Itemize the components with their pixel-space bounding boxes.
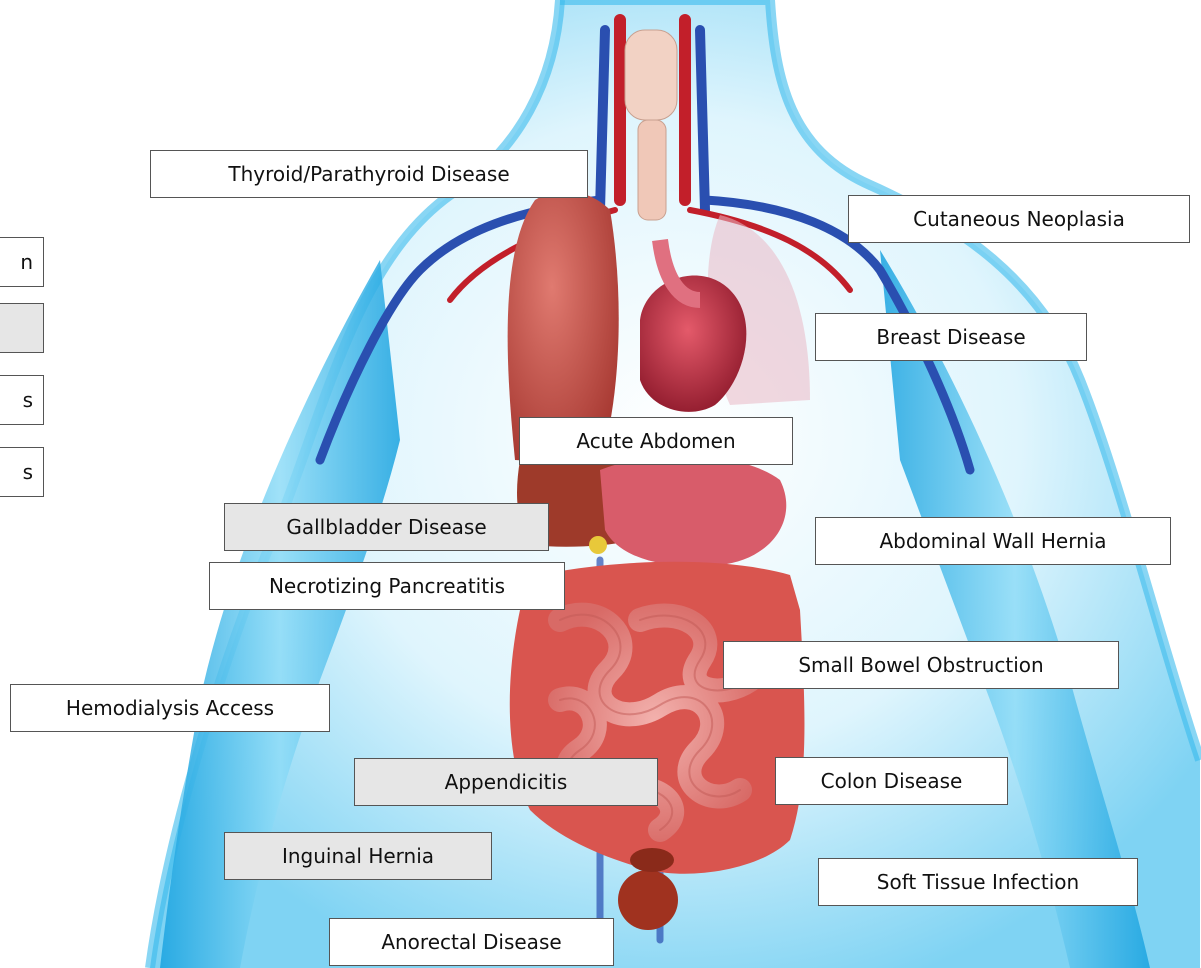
label-hemodialysis-access[interactable]: Hemodialysis Access [10,684,330,732]
label-inguinal-hernia[interactable]: Inguinal Hernia [224,832,492,880]
label-colon-disease[interactable]: Colon Disease [775,757,1008,805]
label-cropped-4[interactable]: s [0,447,44,497]
label-small-bowel-obstruction[interactable]: Small Bowel Obstruction [723,641,1119,689]
label-acute-abdomen[interactable]: Acute Abdomen [519,417,793,465]
label-breast-disease[interactable]: Breast Disease [815,313,1087,361]
label-anorectal-disease[interactable]: Anorectal Disease [329,918,614,966]
label-appendicitis[interactable]: Appendicitis [354,758,658,806]
label-abdominal-wall-hernia[interactable]: Abdominal Wall Hernia [815,517,1171,565]
label-necrotizing-pancreatitis[interactable]: Necrotizing Pancreatitis [209,562,565,610]
label-cutaneous-neoplasia[interactable]: Cutaneous Neoplasia [848,195,1190,243]
label-soft-tissue-infection[interactable]: Soft Tissue Infection [818,858,1138,906]
label-cropped-1[interactable]: n [0,237,44,287]
label-gallbladder-disease[interactable]: Gallbladder Disease [224,503,549,551]
label-thyroid-parathyroid-disease[interactable]: Thyroid/Parathyroid Disease [150,150,588,198]
label-cropped-2[interactable] [0,303,44,353]
label-cropped-3[interactable]: s [0,375,44,425]
